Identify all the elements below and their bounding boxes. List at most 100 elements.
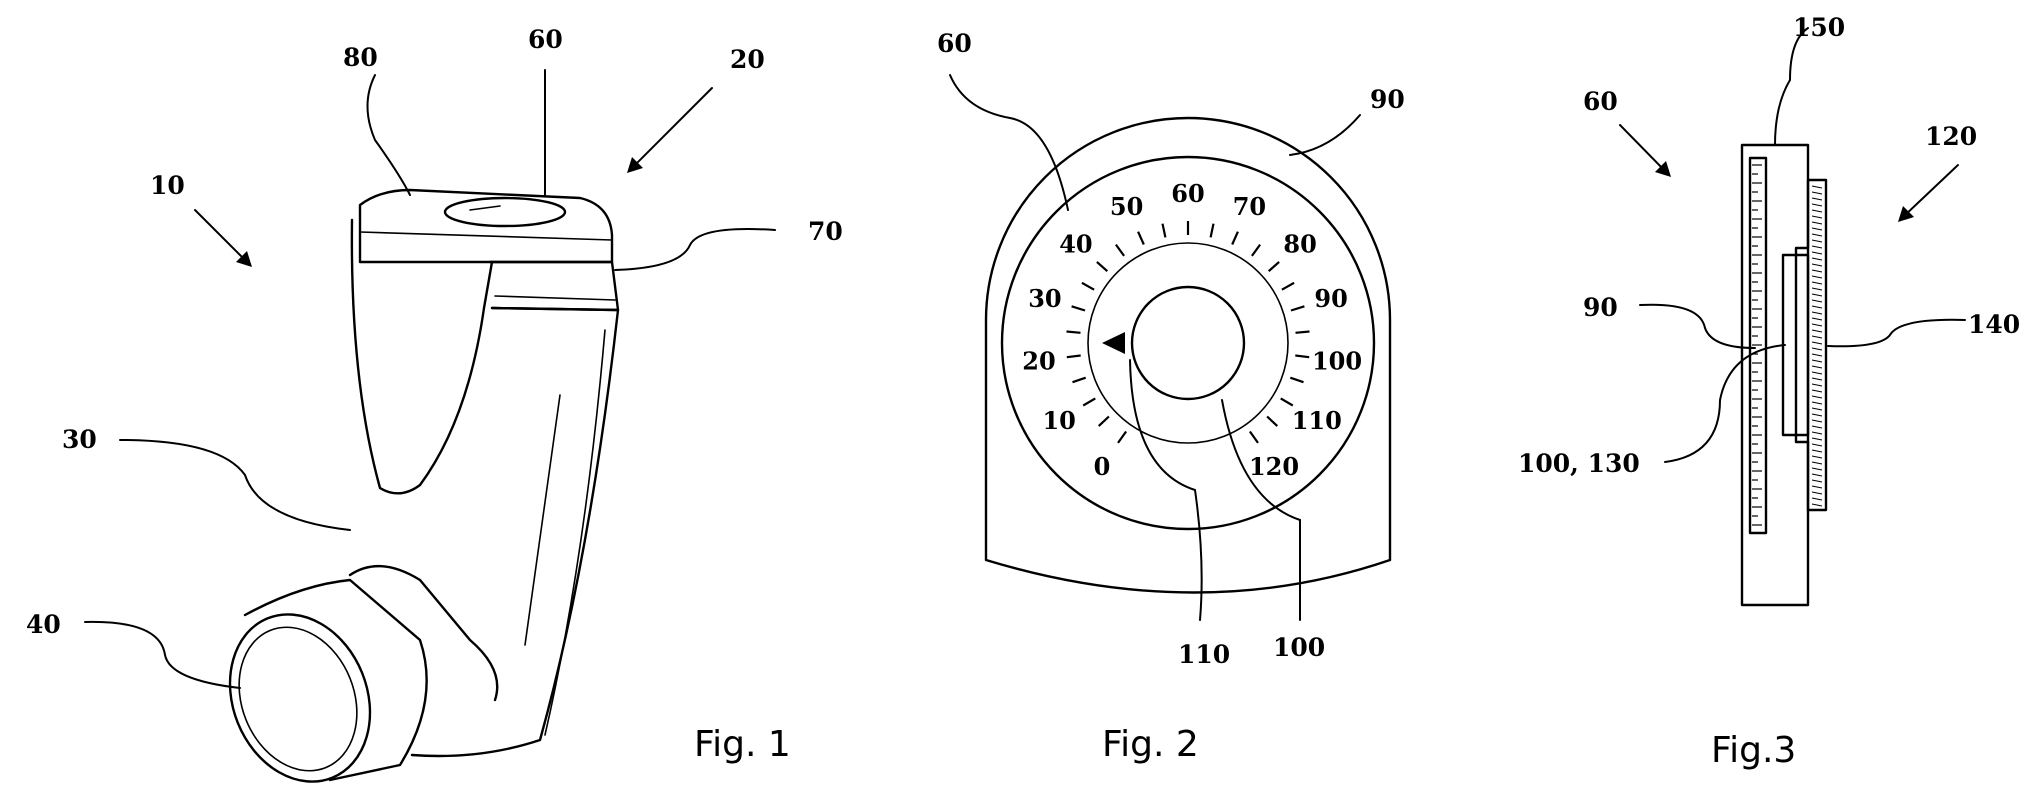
ref-150-fig3: 150 — [1793, 13, 1845, 42]
dial-label: 30 — [1028, 284, 1061, 313]
dial-labels: 0102030405060708090100110120 — [1022, 179, 1362, 481]
dial-tick — [1281, 398, 1293, 405]
counter-tick — [1812, 396, 1822, 398]
arrow-120-fig3 — [1903, 165, 1958, 217]
counter-tick — [1812, 216, 1822, 218]
leader-60-fig2 — [950, 75, 1068, 210]
counter-tick — [1812, 390, 1822, 392]
figure-1: 10 20 30 40 60 70 80 Fig. 1 — [26, 25, 843, 794]
ref-60-fig2: 60 — [937, 29, 972, 58]
dial-label: 90 — [1314, 284, 1347, 313]
counter-tick — [1812, 408, 1822, 410]
inhaler-stem-highlight — [525, 395, 560, 645]
fig3-ticks-right — [1812, 186, 1822, 506]
counter-tick — [1812, 360, 1822, 362]
dial-tick — [1252, 245, 1260, 256]
dial-tick — [1067, 332, 1081, 333]
counter-tick — [1812, 450, 1822, 452]
dial-label: 80 — [1283, 229, 1316, 258]
ref-20: 20 — [730, 45, 765, 74]
ref-40: 40 — [26, 610, 61, 639]
dial-label: 50 — [1110, 192, 1143, 221]
dial-pointer — [1102, 332, 1125, 354]
inhaler-mouthpiece-neck — [350, 566, 497, 700]
arrow-10 — [195, 210, 247, 262]
counter-tick — [1812, 342, 1822, 344]
counter-tick — [1812, 198, 1822, 200]
counter-tick — [1812, 228, 1822, 230]
section-housing — [1742, 145, 1808, 605]
counter-tick — [1812, 300, 1822, 302]
dial-tick — [1118, 432, 1126, 443]
ref-100-fig2: 100 — [1273, 633, 1325, 662]
counter-tick — [1812, 354, 1822, 356]
figure-1-caption: Fig. 1 — [694, 724, 791, 765]
counter-tick — [1812, 330, 1822, 332]
inhaler-counter-window — [445, 198, 565, 226]
counter-tick — [1812, 318, 1822, 320]
inhaler-mouthpiece-tube — [245, 580, 427, 780]
counter-hub — [1132, 287, 1244, 399]
ref-120-fig3: 120 — [1925, 122, 1977, 151]
dial-tick — [1067, 356, 1081, 358]
counter-tick — [1812, 348, 1822, 350]
counter-tick — [1812, 486, 1822, 488]
leader-90-fig2 — [1290, 115, 1360, 155]
ref-90-fig3: 90 — [1583, 293, 1618, 322]
counter-tick — [1812, 366, 1822, 368]
counter-tick — [1812, 282, 1822, 284]
counter-tick — [1812, 324, 1822, 326]
counter-tick — [1812, 288, 1822, 290]
counter-tick — [1812, 474, 1822, 476]
dial-tick — [1116, 245, 1124, 256]
counter-tick — [1812, 240, 1822, 242]
dial-tick — [1269, 262, 1279, 271]
dial-tick — [1291, 306, 1304, 310]
leader-80 — [368, 75, 411, 195]
counter-tick — [1812, 204, 1822, 206]
leader-30 — [120, 440, 350, 530]
dial-label: 120 — [1249, 452, 1299, 481]
dial-tick — [1072, 306, 1085, 310]
ref-30: 30 — [62, 425, 97, 454]
counter-tick — [1812, 192, 1822, 194]
counter-tick — [1812, 498, 1822, 500]
counter-tick — [1812, 210, 1822, 212]
ref-110-fig2: 110 — [1178, 640, 1230, 669]
figure-2: 0102030405060708090100110120 60 90 100 1… — [937, 29, 1405, 765]
dial-tick — [1290, 378, 1303, 383]
leader-40 — [85, 622, 240, 688]
dial-ticks — [1067, 221, 1310, 443]
leader-150 — [1775, 28, 1808, 145]
dial-tick — [1211, 224, 1214, 238]
counter-tick — [1812, 234, 1822, 236]
ref-10: 10 — [150, 171, 185, 200]
counter-tick — [1812, 402, 1822, 404]
dial-label: 40 — [1059, 229, 1092, 258]
inhaler-counter-needle — [470, 206, 500, 210]
counter-tick — [1812, 312, 1822, 314]
counter-tick — [1812, 378, 1822, 380]
dial-tick — [1082, 283, 1094, 290]
counter-tick — [1812, 270, 1822, 272]
inhaler-collar-ring — [495, 296, 615, 300]
ref-70: 70 — [808, 217, 843, 246]
counter-tick — [1812, 276, 1822, 278]
counter-tick — [1812, 456, 1822, 458]
dial-label: 110 — [1292, 406, 1342, 435]
ref-100-130: 100, 130 — [1518, 449, 1640, 478]
dial-tick — [1296, 332, 1310, 333]
dial-tick — [1138, 232, 1144, 245]
counter-tick — [1812, 480, 1822, 482]
dial-label: 0 — [1094, 452, 1111, 481]
ref-60-fig3: 60 — [1583, 87, 1618, 116]
dial-label: 70 — [1233, 192, 1266, 221]
counter-tick — [1812, 264, 1822, 266]
counter-tick — [1812, 438, 1822, 440]
leader-140 — [1828, 320, 1965, 346]
dial-tick — [1163, 224, 1166, 238]
counter-tick — [1812, 258, 1822, 260]
dial-tick — [1083, 398, 1095, 405]
counter-tick — [1812, 336, 1822, 338]
counter-tick — [1812, 186, 1822, 188]
